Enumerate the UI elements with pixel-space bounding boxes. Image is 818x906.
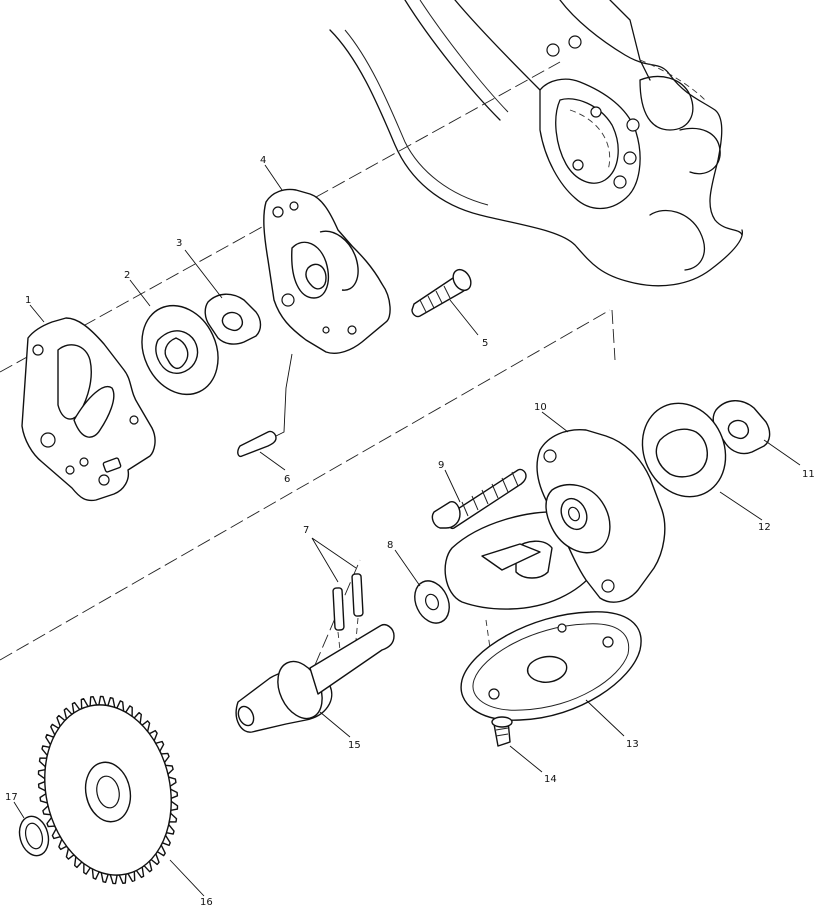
callout-2: 2	[124, 270, 130, 281]
callout-1: 1	[25, 295, 31, 306]
inner-rotor	[204, 293, 262, 345]
pump-housing	[444, 429, 666, 649]
pump-cover-oval	[460, 611, 642, 721]
callout-4: 4	[260, 155, 266, 166]
callout-6: 6	[284, 474, 290, 485]
callout-13: 13	[626, 739, 639, 750]
shaft-pins	[332, 573, 364, 651]
long-bolt	[431, 468, 527, 530]
callout-10: 10	[534, 402, 547, 413]
callout-16: 16	[200, 897, 213, 906]
callout-15: 15	[348, 740, 361, 751]
snap-ring	[18, 815, 50, 857]
pump-body-plate	[21, 317, 156, 502]
callout-8: 8	[387, 540, 393, 551]
callout-12: 12	[758, 522, 771, 533]
callout-labels: 1 2 3 4 5 6 7 8 9 10 11 12 13 14 15 16 1…	[5, 155, 815, 906]
callout-5: 5	[482, 338, 488, 349]
outer-rotor-right	[641, 402, 727, 498]
washer	[414, 580, 450, 624]
callout-14: 14	[544, 774, 557, 785]
callout-leaders	[13, 164, 801, 897]
pump-shaft	[235, 624, 395, 733]
small-screw	[491, 716, 513, 747]
callout-11: 11	[802, 469, 815, 480]
drive-gear	[37, 695, 179, 885]
callout-9: 9	[438, 460, 444, 471]
callout-7: 7	[303, 525, 309, 536]
outer-rotor	[141, 304, 219, 396]
inner-rotor-right	[712, 400, 771, 455]
callout-17: 17	[5, 792, 18, 803]
dowel-pin	[237, 353, 293, 458]
pump-cover-plate	[263, 188, 391, 354]
crankcase-housing	[329, 0, 743, 287]
pump-screw	[411, 268, 472, 318]
callout-3: 3	[176, 238, 182, 249]
